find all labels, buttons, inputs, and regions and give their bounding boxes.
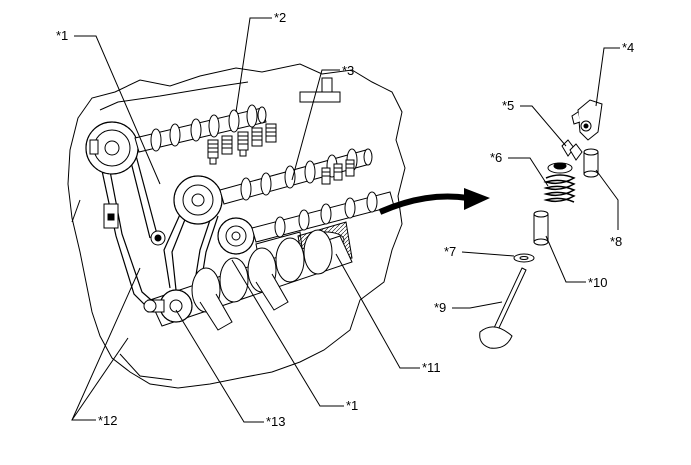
valve: [479, 267, 527, 349]
valve-springs-2: [321, 159, 355, 185]
callout-3: *3: [342, 63, 354, 78]
valve-spring: [543, 174, 576, 203]
crankshaft-sprocket: [143, 289, 193, 323]
crankshaft: [149, 229, 353, 331]
callout-8: *8: [610, 234, 622, 249]
valve-spring-seat: [513, 253, 535, 263]
chain-tensioner: [103, 203, 166, 246]
engine-block-outline: [67, 63, 406, 389]
callout-1-bottom: *1: [346, 398, 358, 413]
callout-2: *2: [274, 10, 286, 25]
camshaft-sprocket-1: [85, 121, 139, 175]
callout-9: *9: [434, 300, 446, 315]
callout-11: *11: [422, 360, 441, 375]
camshaft-sprocket-3: [217, 217, 255, 255]
callout-10: *10: [588, 275, 608, 290]
detail-arrow: [378, 188, 490, 215]
lash-adjuster: [583, 148, 599, 178]
valve-guide: [533, 210, 549, 246]
callout-7: *7: [444, 244, 456, 259]
callout-13: *13: [266, 414, 286, 429]
camshaft-1: [134, 104, 267, 153]
callout-5: *5: [502, 98, 514, 113]
valve-retainer: [547, 162, 573, 174]
valve-springs-1: [207, 123, 277, 165]
sensor-housing: [299, 77, 341, 103]
camshaft-sprocket-2: [173, 175, 223, 225]
callout-12: *12: [98, 413, 118, 428]
callout-1-top: *1: [56, 28, 68, 43]
callout-6: *6: [490, 150, 502, 165]
valve-keepers: [561, 139, 583, 161]
callout-4: *4: [622, 40, 634, 55]
leader-lines: [71, 17, 620, 423]
rocker-arm: [571, 99, 603, 141]
